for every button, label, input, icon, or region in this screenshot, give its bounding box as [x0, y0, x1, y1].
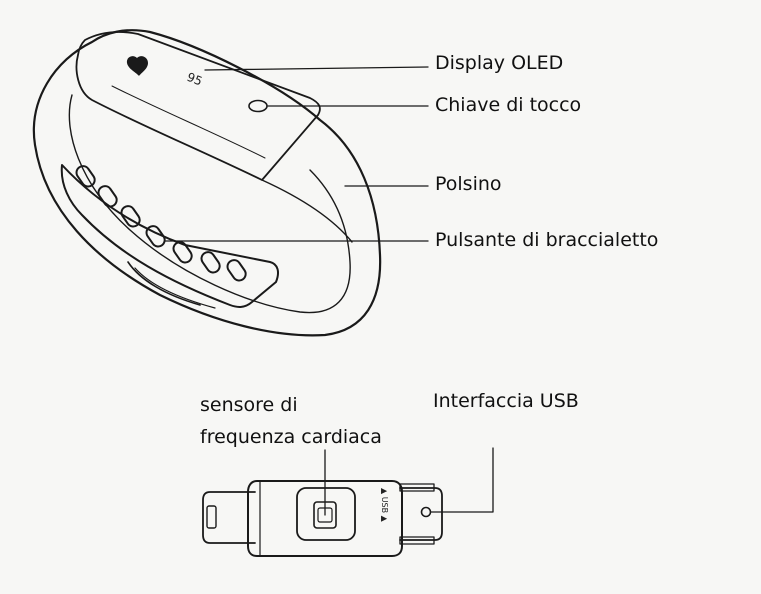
strap-curl — [127, 261, 201, 306]
usb-port-dot — [420, 506, 432, 518]
label-strap: Polsino — [435, 173, 502, 195]
label-touch-key: Chiave di tocco — [435, 94, 582, 116]
heart-icon — [126, 56, 148, 76]
sensor-window-outer — [296, 487, 356, 541]
touch-key-circle — [248, 99, 268, 113]
module-left-cap — [202, 491, 256, 544]
usb-connector — [399, 487, 443, 541]
strap-curl-inner — [134, 267, 216, 309]
band-outer-outline — [32, 29, 382, 337]
usb-tab-bottom — [399, 536, 435, 545]
module-illustration — [202, 480, 443, 557]
strap-clasp-end — [60, 164, 279, 308]
bracelet-illustration — [32, 29, 382, 337]
leader-usb — [430, 447, 494, 513]
leader-lines-upper — [164, 66, 429, 242]
strap-holes — [75, 165, 247, 282]
label-display-oled: Display OLED — [435, 52, 564, 74]
module-body — [247, 480, 403, 557]
display-inner-edge — [111, 85, 266, 159]
body-seam — [261, 179, 353, 243]
usb-marking: ▲ USB ▲ — [380, 488, 389, 523]
label-hr-sensor-line2: frequenza cardiaca — [200, 426, 382, 448]
display-reading: 95 — [185, 70, 204, 89]
label-usb-interface: Interfaccia USB — [433, 390, 579, 412]
left-cap-slot — [206, 505, 217, 529]
label-hr-sensor-line1: sensore di — [200, 394, 298, 416]
leader-lines-lower — [324, 447, 494, 516]
usb-tab-top — [399, 483, 435, 492]
leader-display — [204, 66, 429, 71]
label-clasp-button: Pulsante di braccialetto — [435, 229, 659, 251]
display-face — [75, 31, 321, 181]
